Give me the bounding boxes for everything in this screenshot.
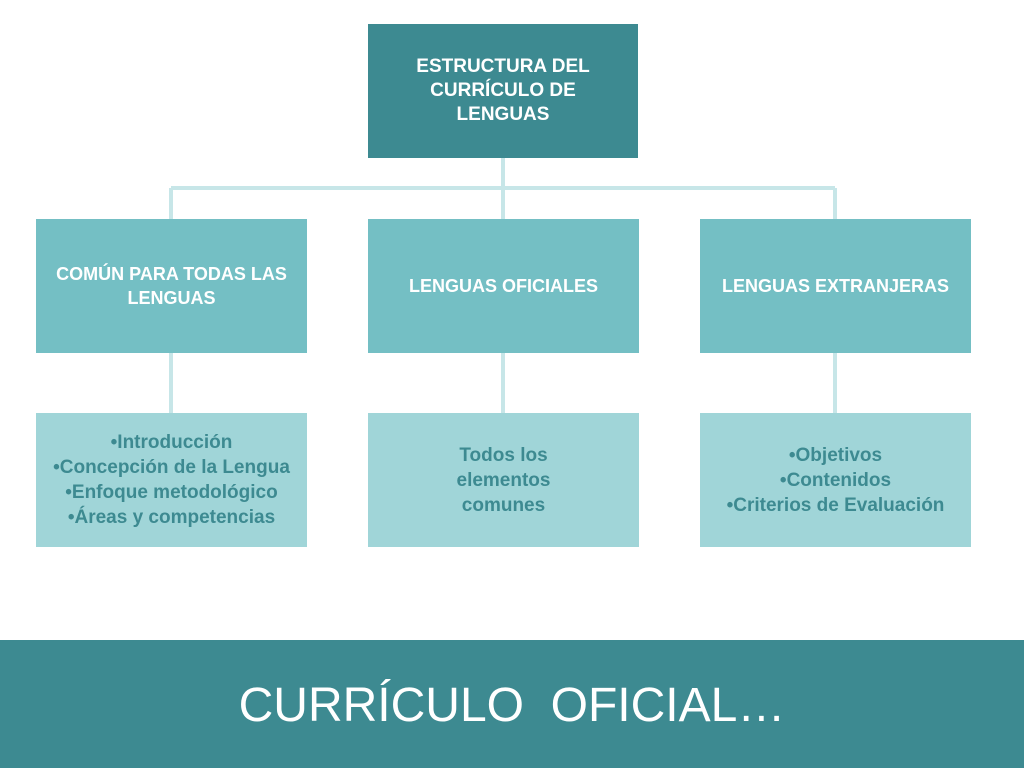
footer-band (0, 640, 1024, 768)
branch-node-official: LENGUAS OFICIALES (368, 219, 639, 353)
detail-node-foreign: •Objetivos •Contenidos •Criterios de Eva… (700, 413, 971, 547)
detail-item: •Objetivos (788, 444, 883, 466)
branch-node-label: COMÚN PARA TODAS LAS LENGUAS (56, 264, 287, 308)
detail-item: •Introducción (110, 432, 233, 453)
root-node-label: ESTRUCTURA DEL CURRÍCULO DE LENGUAS (416, 56, 590, 125)
detail-item: •Criterios de Evaluación (726, 494, 945, 516)
detail-node-common: •Introducción •Concepción de la Lengua •… (36, 413, 307, 547)
slide-title: CURRÍCULO OFICIAL… (238, 679, 786, 732)
detail-item: Todos los elementos comunes (456, 444, 551, 516)
detail-item: •Enfoque metodológico (65, 482, 278, 503)
detail-item: •Áreas y competencias (67, 507, 276, 528)
detail-item: •Contenidos (779, 469, 892, 491)
branch-node-common: COMÚN PARA TODAS LAS LENGUAS (36, 219, 307, 353)
detail-node-official: Todos los elementos comunes (368, 413, 639, 547)
detail-item: •Concepción de la Lengua (53, 457, 290, 478)
branch-node-foreign: LENGUAS EXTRANJERAS (700, 219, 971, 353)
root-node: ESTRUCTURA DEL CURRÍCULO DE LENGUAS (368, 24, 638, 158)
branch-node-label: LENGUAS EXTRANJERAS (721, 276, 950, 296)
branch-node-label: LENGUAS OFICIALES (408, 276, 598, 296)
